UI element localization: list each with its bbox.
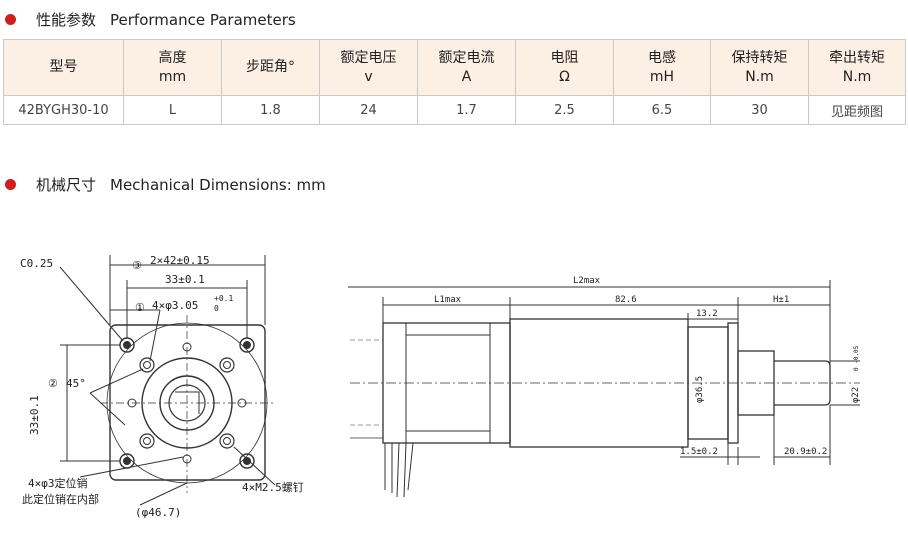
l2-label: L2max <box>573 276 601 286</box>
mechanical-section-title: 机械尺寸 Mechanical Dimensions: mm <box>0 174 326 195</box>
performance-title-cn: 性能参数 <box>36 11 97 29</box>
flange-thickness-label: 1.5±0.2 <box>680 447 718 457</box>
flange-label: 13.2 <box>696 309 718 319</box>
bullet-icon <box>5 14 16 25</box>
shaft-length-label: 20.9±0.2 <box>784 447 827 457</box>
cell-rated-current: 1.7 <box>417 95 516 125</box>
pin-dim-num: ① <box>135 301 145 314</box>
cell-resistance: 2.5 <box>515 95 614 125</box>
pin-note: 4×φ3定位销 <box>28 476 88 490</box>
outer-dim-num: ③ <box>132 259 142 272</box>
angle-label: 45° <box>66 377 86 390</box>
cell-step-angle: 1.8 <box>221 95 320 125</box>
shaft-tol-label: 0 -0.05 <box>853 345 860 371</box>
cell-model: 42BYGH30-10 <box>3 95 124 125</box>
performance-section-title: 性能参数 Performance Parameters <box>0 9 296 30</box>
pin-dim-label: 4×φ3.05 <box>152 299 198 312</box>
pin-tol-upper: +0.1 <box>214 294 233 303</box>
chamfer-label: C0.25 <box>20 257 53 270</box>
header-step-angle: 步距角° <box>221 39 320 96</box>
mechanical-title-en: Mechanical Dimensions: mm <box>110 175 326 194</box>
pcd-label: (φ46.7) <box>135 506 181 519</box>
table-row: 42BYGH30-10 L 1.8 24 1.7 2.5 6.5 30 见距频图 <box>3 95 906 125</box>
gear-length-label: 82.6 <box>615 295 637 305</box>
cell-height: L <box>123 95 222 125</box>
pin-note-2: 此定位销在内部 <box>22 492 99 506</box>
performance-title-en: Performance Parameters <box>110 10 296 29</box>
h-label: H±1 <box>773 295 789 305</box>
cell-holding-torque: 30 <box>710 95 809 125</box>
mechanical-drawing: C0.25 ③ 2×42±0.15 33±0.1 ① 4×φ3.05 +0.1 … <box>20 254 861 519</box>
outer-dim-label: 2×42±0.15 <box>150 254 210 267</box>
shaft-diameter-label: φ22 <box>851 387 861 403</box>
vertical-dim-label: 33±0.1 <box>28 395 41 435</box>
angle-num: ② <box>48 377 58 390</box>
hole-spacing-label: 33±0.1 <box>165 273 205 286</box>
side-view <box>348 280 860 498</box>
cell-rated-voltage: 24 <box>319 95 418 125</box>
bullet-icon <box>5 179 16 190</box>
l1-label: L1max <box>434 295 462 305</box>
cell-inductance: 6.5 <box>613 95 711 125</box>
cell-pullout-torque: 见距频图 <box>808 95 906 125</box>
screw-note: 4×M2.5螺钉 <box>242 481 304 494</box>
pin-tol-lower: 0 <box>214 304 219 313</box>
mechanical-title-cn: 机械尺寸 <box>36 176 97 194</box>
body-diameter-label: φ36.5 <box>695 376 705 403</box>
header-model: 型号 <box>3 39 124 96</box>
front-view <box>59 255 276 506</box>
